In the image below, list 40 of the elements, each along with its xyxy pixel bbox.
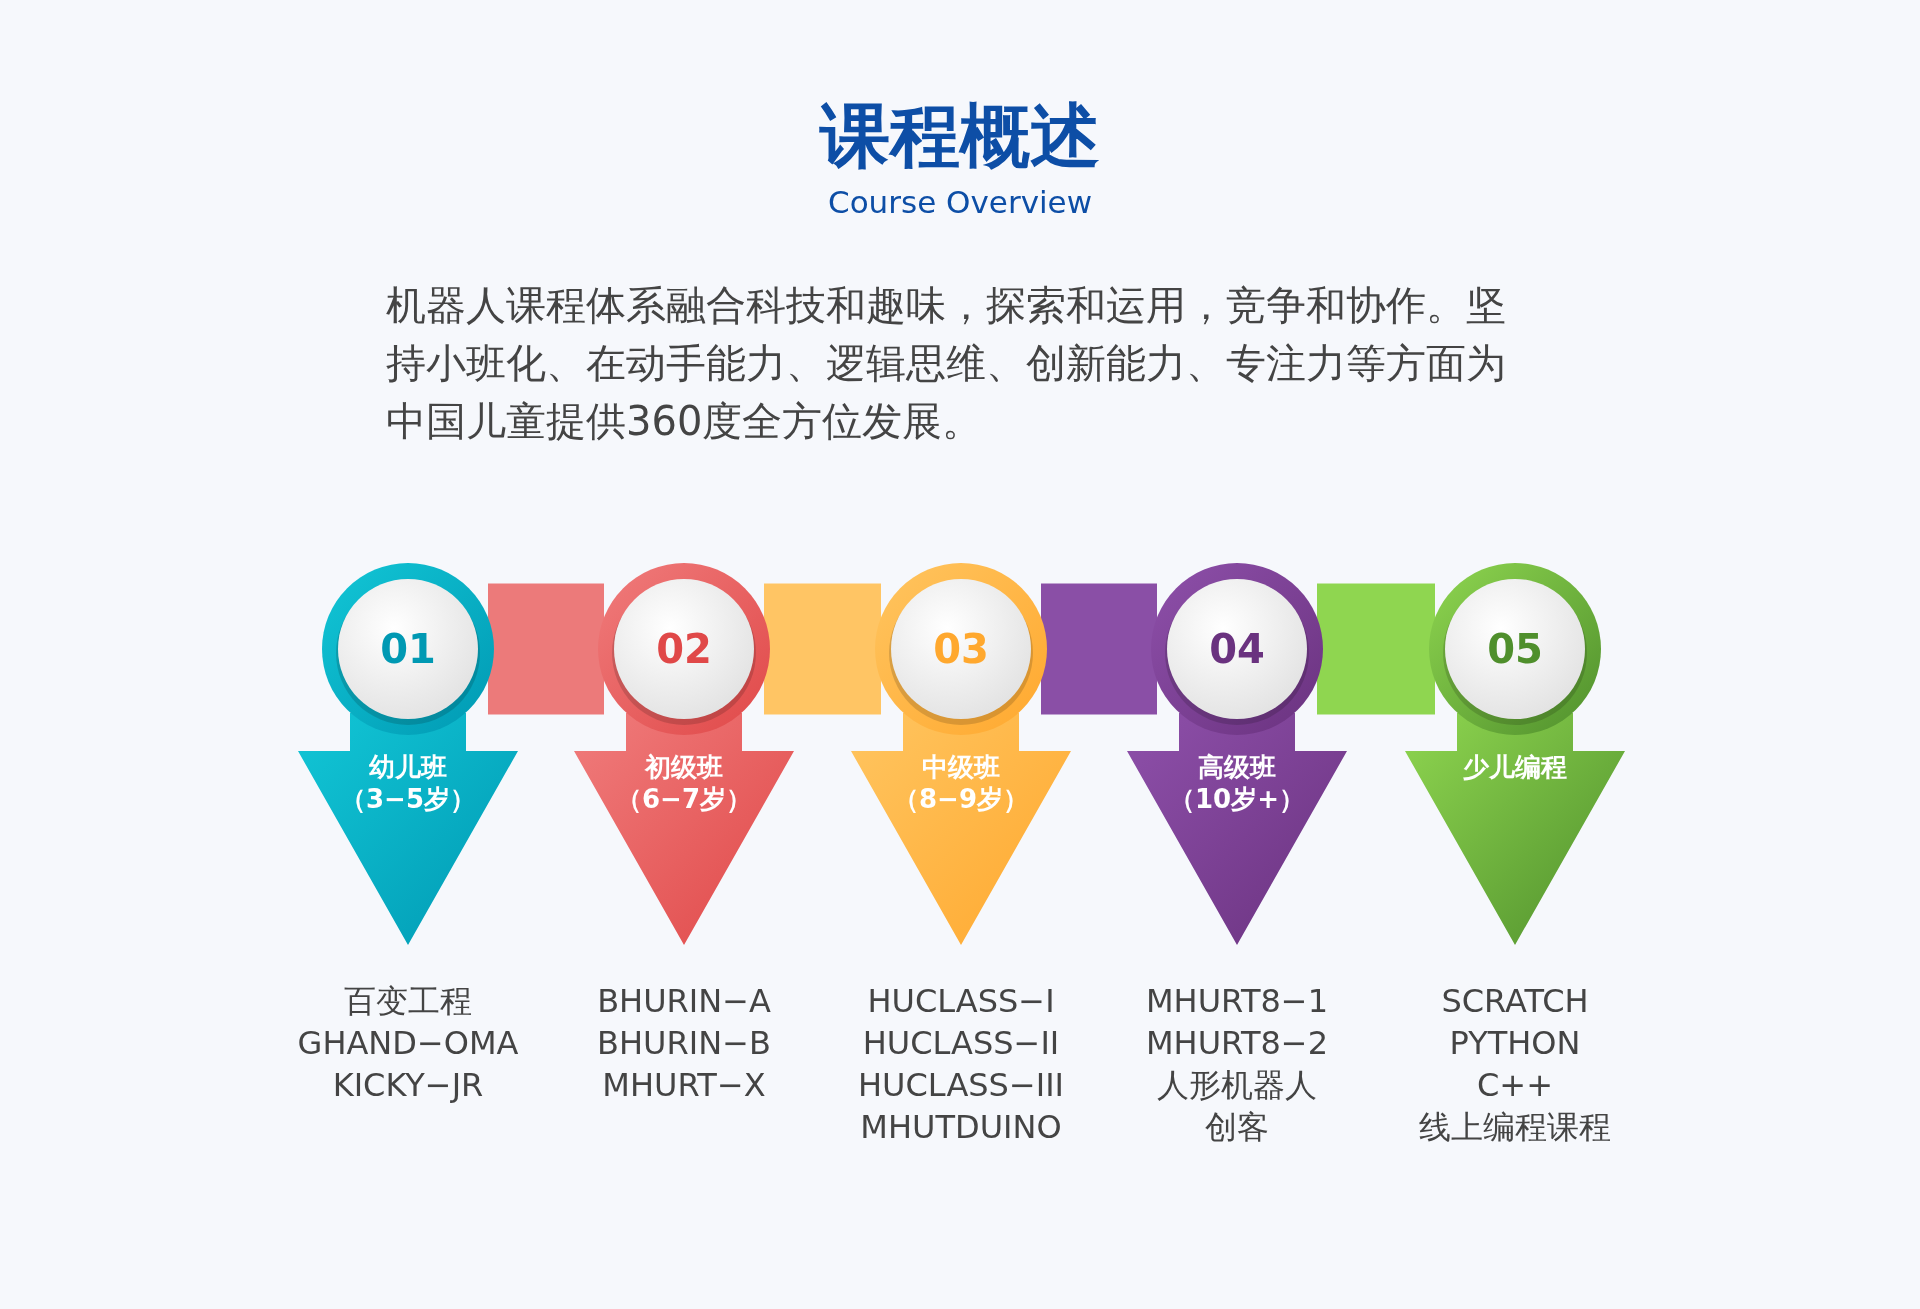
- level-name: 中级班（8−9岁）: [892, 751, 1030, 815]
- course-name: KICKY−JR: [331, 1065, 485, 1106]
- step-number: 01: [379, 625, 437, 674]
- step-number: 05: [1486, 625, 1544, 674]
- course-name: HUCLASS−I: [866, 981, 1056, 1022]
- course-name: GHAND−OMA: [296, 1023, 520, 1064]
- connector-band: [1041, 583, 1157, 715]
- connector-band: [764, 583, 881, 715]
- level-name: 少儿编程: [1462, 751, 1568, 783]
- course-name: 人形机器人: [1156, 1065, 1318, 1106]
- course-name: MHUTDUINO: [859, 1107, 1063, 1148]
- arrow-marker: [298, 563, 518, 945]
- course-name: MHURT8−2: [1144, 1023, 1330, 1064]
- course-name: BHURIN−A: [596, 981, 772, 1022]
- arrow-marker: [574, 563, 794, 945]
- course-name: PYTHON: [1448, 1023, 1582, 1064]
- level-name: 初级班（6−7岁）: [615, 751, 753, 815]
- level-name: 高级班（10岁+）: [1168, 751, 1306, 815]
- course-name: MHURT8−1: [1144, 981, 1330, 1022]
- connector-band: [1317, 583, 1435, 715]
- arrow-marker: [1405, 563, 1625, 945]
- step-number: 02: [655, 625, 713, 674]
- course-name: C++: [1476, 1065, 1554, 1106]
- arrow-marker: [851, 563, 1071, 945]
- arrow-marker: [1127, 563, 1347, 945]
- course-name: HUCLASS−II: [861, 1023, 1061, 1064]
- course-name: 线上编程课程: [1418, 1107, 1612, 1148]
- course-name: 创客: [1204, 1107, 1270, 1148]
- course-name: 百变工程: [343, 981, 473, 1022]
- level-name: 幼儿班（3−5岁）: [339, 751, 477, 815]
- connector-band: [488, 583, 604, 715]
- course-name: HUCLASS−III: [857, 1065, 1065, 1106]
- step-number: 04: [1208, 625, 1266, 674]
- course-name: MHURT−X: [601, 1065, 767, 1106]
- course-name: SCRATCH: [1440, 981, 1590, 1022]
- step-number: 03: [932, 625, 990, 674]
- intro-paragraph: 机器人课程体系融合科技和趣味，探索和运用，竞争和协作。坚持小班化、在动手能力、逻辑思维、创新能力、专注力等方面为中国儿童提供360度全方位发展。: [386, 281, 1507, 446]
- subtitle: Course Overview: [827, 184, 1093, 220]
- title: 课程概述: [818, 98, 1101, 175]
- course-name: BHURIN−B: [596, 1023, 772, 1064]
